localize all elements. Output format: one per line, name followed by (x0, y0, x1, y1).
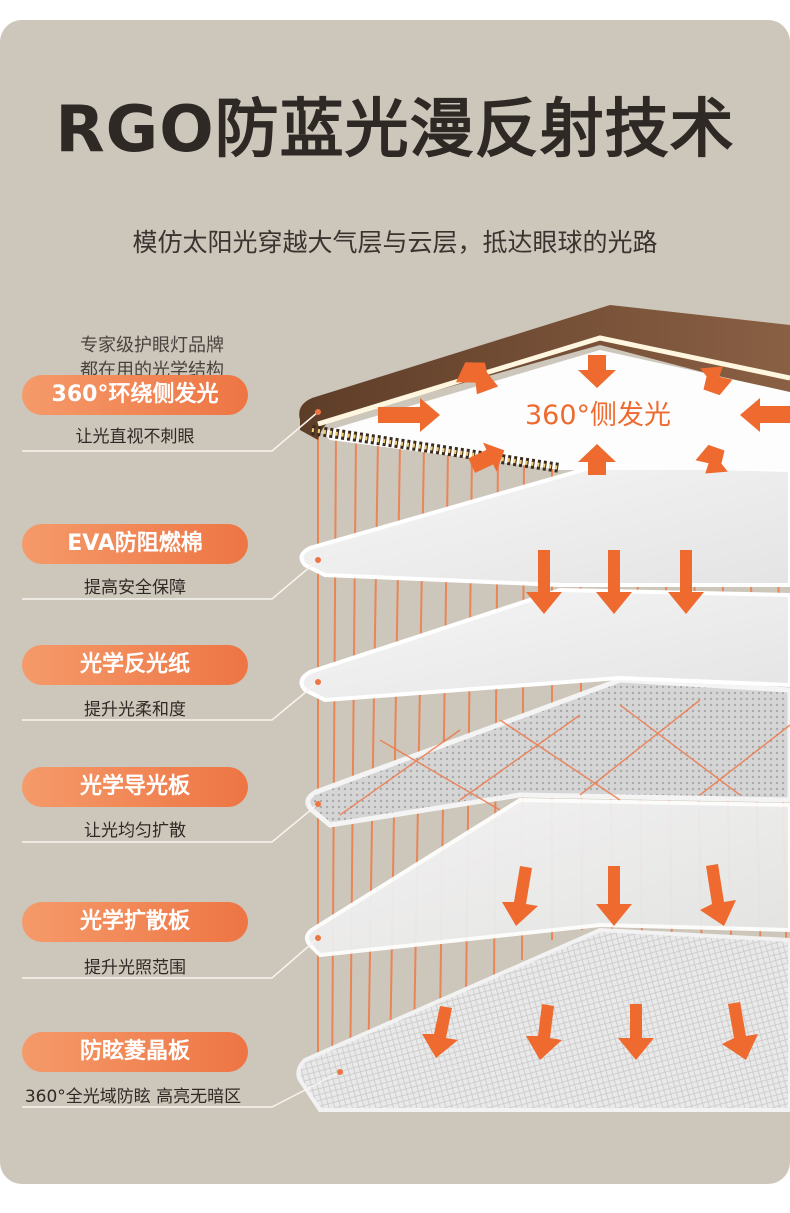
layer-stack-illustration: 360°侧发光 (22, 305, 790, 1112)
page-title: RGO防蓝光漫反射技术 (55, 93, 735, 167)
arrow-icon (468, 442, 505, 473)
layer-desc: 让光直视不刺眼 (75, 427, 195, 447)
layer-label-anti-glare: 防眩菱晶板 (22, 1032, 248, 1072)
layer-label-reflector: 光学反光纸 (22, 645, 248, 685)
side-light-arrows (378, 355, 790, 475)
light-guide-cross-pattern (339, 699, 790, 816)
layer-desc: 让光均匀扩散 (84, 821, 186, 841)
arrow-icon (722, 1002, 758, 1060)
layer-label-side-light: 360°环绕侧发光 (22, 375, 248, 415)
layer-label-eva: EVA防阻燃棉 (22, 524, 248, 564)
layer-desc: 360°全光域防眩 高亮无暗区 (24, 1087, 242, 1107)
layer-desc: 提升光柔和度 (84, 700, 186, 720)
intro-line: 专家级护眼灯品牌 (80, 335, 224, 356)
arrow-icon (526, 550, 562, 614)
side-light-label: 360°侧发光 (525, 400, 671, 431)
inner-light-panel (322, 350, 790, 470)
arrow-icon (596, 866, 632, 926)
arrow-icon (578, 355, 616, 388)
layer-label-diffuser: 光学扩散板 (22, 902, 248, 942)
layer-desc: 提高安全保障 (84, 578, 186, 598)
diffuser-plate (304, 797, 790, 958)
layer-desc: 提升光照范围 (84, 958, 186, 978)
arrow-icon (455, 362, 499, 395)
reflector-paper (299, 587, 790, 703)
arrow-icon (378, 398, 440, 432)
layer-label-light-guide: 光学导光板 (22, 767, 248, 807)
arrow-icon (502, 866, 538, 926)
down-arrows (422, 550, 758, 1060)
arrow-icon (695, 444, 728, 474)
arrow-icon (618, 1004, 654, 1060)
arrow-icon (700, 864, 736, 926)
arrow-icon (740, 398, 790, 432)
page-subtitle: 模仿太阳光穿越大气层与云层，抵达眼球的光路 (132, 228, 658, 257)
arrow-icon (526, 1004, 562, 1060)
arrow-icon (596, 550, 632, 614)
wood-frame (299, 305, 790, 440)
led-strip-glow (317, 335, 790, 427)
arrow-icon (668, 550, 704, 614)
arrow-icon (422, 1006, 458, 1058)
arrow-icon (578, 444, 616, 475)
product-card: 360°侧发光 RGO防蓝光漫反射技术 模仿太阳光穿越大气层与云层，抵达眼球的光… (0, 20, 790, 1184)
leader-lines (22, 411, 341, 1108)
arrow-icon (700, 366, 733, 396)
eva-foam-layer (299, 462, 790, 587)
leader-dots (315, 409, 343, 1075)
